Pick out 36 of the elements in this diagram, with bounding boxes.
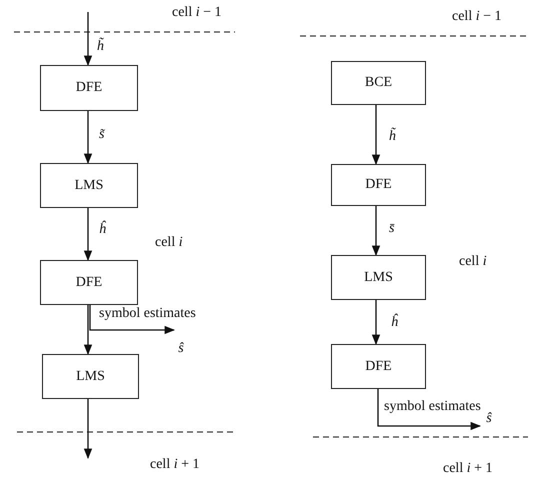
text-label: cell i − 1 (172, 6, 222, 20)
text-label: cell i (155, 236, 183, 250)
text-label: cell i (459, 255, 487, 269)
process-box (40, 65, 138, 111)
arrow (372, 300, 380, 346)
arrow (84, 399, 92, 460)
output-symbol: ŝ (178, 341, 184, 357)
process-box (331, 164, 426, 206)
box-label: LMS (74, 178, 104, 194)
box-label: LMS (76, 368, 105, 384)
process-box (331, 61, 426, 105)
text-label: cell i − 1 (452, 10, 502, 24)
box-label: DFE (365, 358, 392, 374)
arrow (372, 206, 380, 256)
process-box (331, 255, 426, 300)
box-label: DFE (365, 177, 392, 193)
arrow (377, 389, 482, 430)
arrow (84, 111, 92, 164)
arrow (84, 305, 92, 356)
process-box (331, 344, 426, 389)
arrow (84, 208, 92, 262)
process-box (42, 354, 139, 399)
output-symbol: ŝ (486, 411, 492, 427)
process-box (40, 163, 138, 208)
text-label: cell i + 1 (443, 462, 493, 476)
process-box (40, 260, 138, 305)
box-label: DFE (76, 80, 102, 96)
box-label: LMS (364, 270, 393, 286)
edge-label: symbol estimates (383, 400, 482, 414)
arrow (372, 105, 380, 166)
box-label: DFE (76, 274, 102, 290)
arrow (84, 12, 92, 66)
edge-label: symbol estimates (98, 307, 197, 321)
text-label: cell i + 1 (150, 458, 200, 472)
box-label: BCE (364, 75, 392, 91)
arrow (89, 305, 176, 334)
